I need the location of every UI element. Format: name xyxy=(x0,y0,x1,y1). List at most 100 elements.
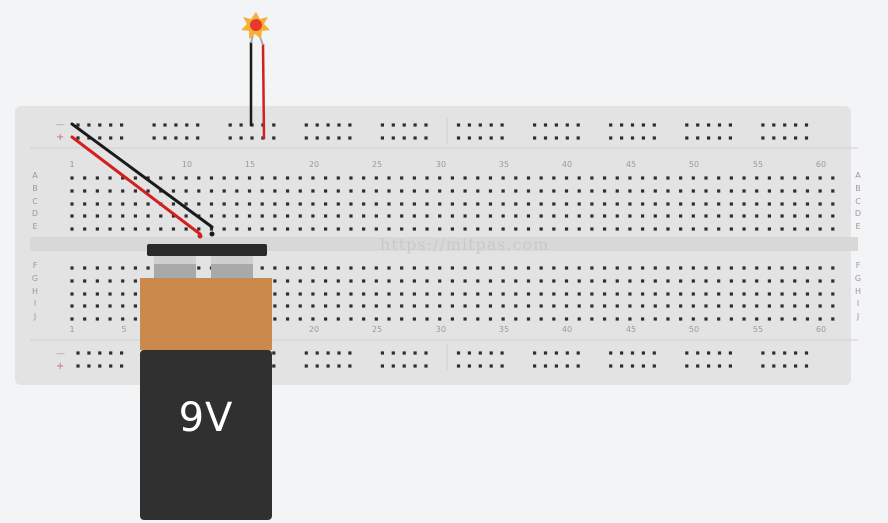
breadboard-hole[interactable] xyxy=(476,292,480,296)
breadboard-hole[interactable] xyxy=(628,304,632,308)
breadboard-hole[interactable] xyxy=(526,176,531,180)
breadboard-hole[interactable] xyxy=(298,214,302,218)
rail-hole[interactable] xyxy=(348,136,352,140)
breadboard-hole[interactable] xyxy=(729,266,733,270)
breadboard-hole[interactable] xyxy=(526,304,531,308)
breadboard-hole[interactable] xyxy=(285,266,290,270)
breadboard-hole[interactable] xyxy=(805,317,810,321)
breadboard-hole[interactable] xyxy=(463,189,467,193)
breadboard-hole[interactable] xyxy=(653,227,657,231)
breadboard-hole[interactable] xyxy=(285,292,290,296)
rail-hole[interactable] xyxy=(794,136,798,140)
breadboard-hole[interactable] xyxy=(615,202,619,206)
rail-hole[interactable] xyxy=(685,364,689,368)
breadboard-hole[interactable] xyxy=(349,189,353,193)
breadboard-hole[interactable] xyxy=(488,279,493,283)
breadboard-hole[interactable] xyxy=(336,227,340,231)
breadboard-hole[interactable] xyxy=(742,202,746,206)
breadboard-hole[interactable] xyxy=(412,304,416,308)
breadboard-hole[interactable] xyxy=(552,304,556,308)
breadboard-hole[interactable] xyxy=(95,227,99,231)
breadboard-hole[interactable] xyxy=(793,317,797,321)
breadboard-hole[interactable] xyxy=(450,227,454,231)
breadboard-hole[interactable] xyxy=(400,279,404,283)
breadboard-hole[interactable] xyxy=(463,266,467,270)
breadboard-hole[interactable] xyxy=(831,279,835,283)
breadboard-hole[interactable] xyxy=(362,279,366,283)
breadboard-hole[interactable] xyxy=(324,189,328,193)
rail-hole[interactable] xyxy=(707,136,711,140)
breadboard-hole[interactable] xyxy=(273,202,277,206)
breadboard-hole[interactable] xyxy=(577,304,581,308)
breadboard-hole[interactable] xyxy=(235,214,239,218)
breadboard-hole[interactable] xyxy=(83,227,87,231)
breadboard-hole[interactable] xyxy=(95,317,99,321)
breadboard-hole[interactable] xyxy=(450,292,454,296)
breadboard-hole[interactable] xyxy=(121,176,125,180)
breadboard-hole[interactable] xyxy=(564,227,569,231)
breadboard-hole[interactable] xyxy=(514,227,518,231)
breadboard-hole[interactable] xyxy=(311,317,315,321)
breadboard-hole[interactable] xyxy=(602,304,607,308)
breadboard-hole[interactable] xyxy=(121,317,125,321)
breadboard-hole[interactable] xyxy=(615,292,619,296)
breadboard-hole[interactable] xyxy=(362,317,366,321)
breadboard-hole[interactable] xyxy=(450,266,454,270)
rail-hole[interactable] xyxy=(467,351,471,355)
breadboard-hole[interactable] xyxy=(628,176,632,180)
rail-hole[interactable] xyxy=(304,136,308,140)
breadboard-hole[interactable] xyxy=(641,189,645,193)
breadboard-hole[interactable] xyxy=(70,176,74,180)
breadboard-hole[interactable] xyxy=(273,189,277,193)
breadboard-hole[interactable] xyxy=(298,266,302,270)
breadboard-hole[interactable] xyxy=(336,279,340,283)
breadboard-hole[interactable] xyxy=(704,214,708,218)
breadboard-hole[interactable] xyxy=(450,176,454,180)
breadboard-hole[interactable] xyxy=(70,279,74,283)
breadboard-hole[interactable] xyxy=(374,304,378,308)
breadboard-hole[interactable] xyxy=(374,176,378,180)
breadboard-hole[interactable] xyxy=(374,266,378,270)
rail-hole[interactable] xyxy=(478,123,482,127)
rail-hole[interactable] xyxy=(152,136,156,140)
breadboard-hole[interactable] xyxy=(805,202,810,206)
breadboard-hole[interactable] xyxy=(805,266,810,270)
breadboard-hole[interactable] xyxy=(691,266,695,270)
breadboard-hole[interactable] xyxy=(742,304,746,308)
breadboard-hole[interactable] xyxy=(362,176,366,180)
rail-hole[interactable] xyxy=(456,364,461,368)
rail-hole[interactable] xyxy=(87,351,91,355)
rail-hole[interactable] xyxy=(609,136,613,140)
breadboard-hole[interactable] xyxy=(577,202,581,206)
breadboard-hole[interactable] xyxy=(412,292,416,296)
rail-hole[interactable] xyxy=(402,351,406,355)
breadboard-hole[interactable] xyxy=(666,292,670,296)
breadboard-hole[interactable] xyxy=(83,214,87,218)
breadboard-hole[interactable] xyxy=(184,227,188,231)
breadboard-hole[interactable] xyxy=(247,202,252,206)
breadboard-hole[interactable] xyxy=(311,189,315,193)
breadboard-hole[interactable] xyxy=(539,202,543,206)
breadboard-hole[interactable] xyxy=(666,214,670,218)
breadboard-hole[interactable] xyxy=(425,317,429,321)
breadboard-hole[interactable] xyxy=(476,317,480,321)
breadboard-hole[interactable] xyxy=(818,176,822,180)
breadboard-hole[interactable] xyxy=(438,214,442,218)
breadboard-hole[interactable] xyxy=(729,304,733,308)
breadboard-hole[interactable] xyxy=(691,214,695,218)
breadboard-hole[interactable] xyxy=(793,304,797,308)
breadboard-hole[interactable] xyxy=(374,292,378,296)
breadboard-hole[interactable] xyxy=(780,304,784,308)
breadboard-hole[interactable] xyxy=(438,176,442,180)
breadboard-hole[interactable] xyxy=(526,227,531,231)
breadboard-hole[interactable] xyxy=(818,189,822,193)
breadboard-hole[interactable] xyxy=(755,266,759,270)
breadboard-hole[interactable] xyxy=(539,176,543,180)
breadboard-hole[interactable] xyxy=(742,189,746,193)
breadboard-hole[interactable] xyxy=(805,279,810,283)
breadboard-hole[interactable] xyxy=(653,189,657,193)
breadboard-hole[interactable] xyxy=(577,279,581,283)
battery-9v[interactable] xyxy=(140,244,272,520)
breadboard-hole[interactable] xyxy=(184,176,188,180)
breadboard-hole[interactable] xyxy=(324,292,328,296)
